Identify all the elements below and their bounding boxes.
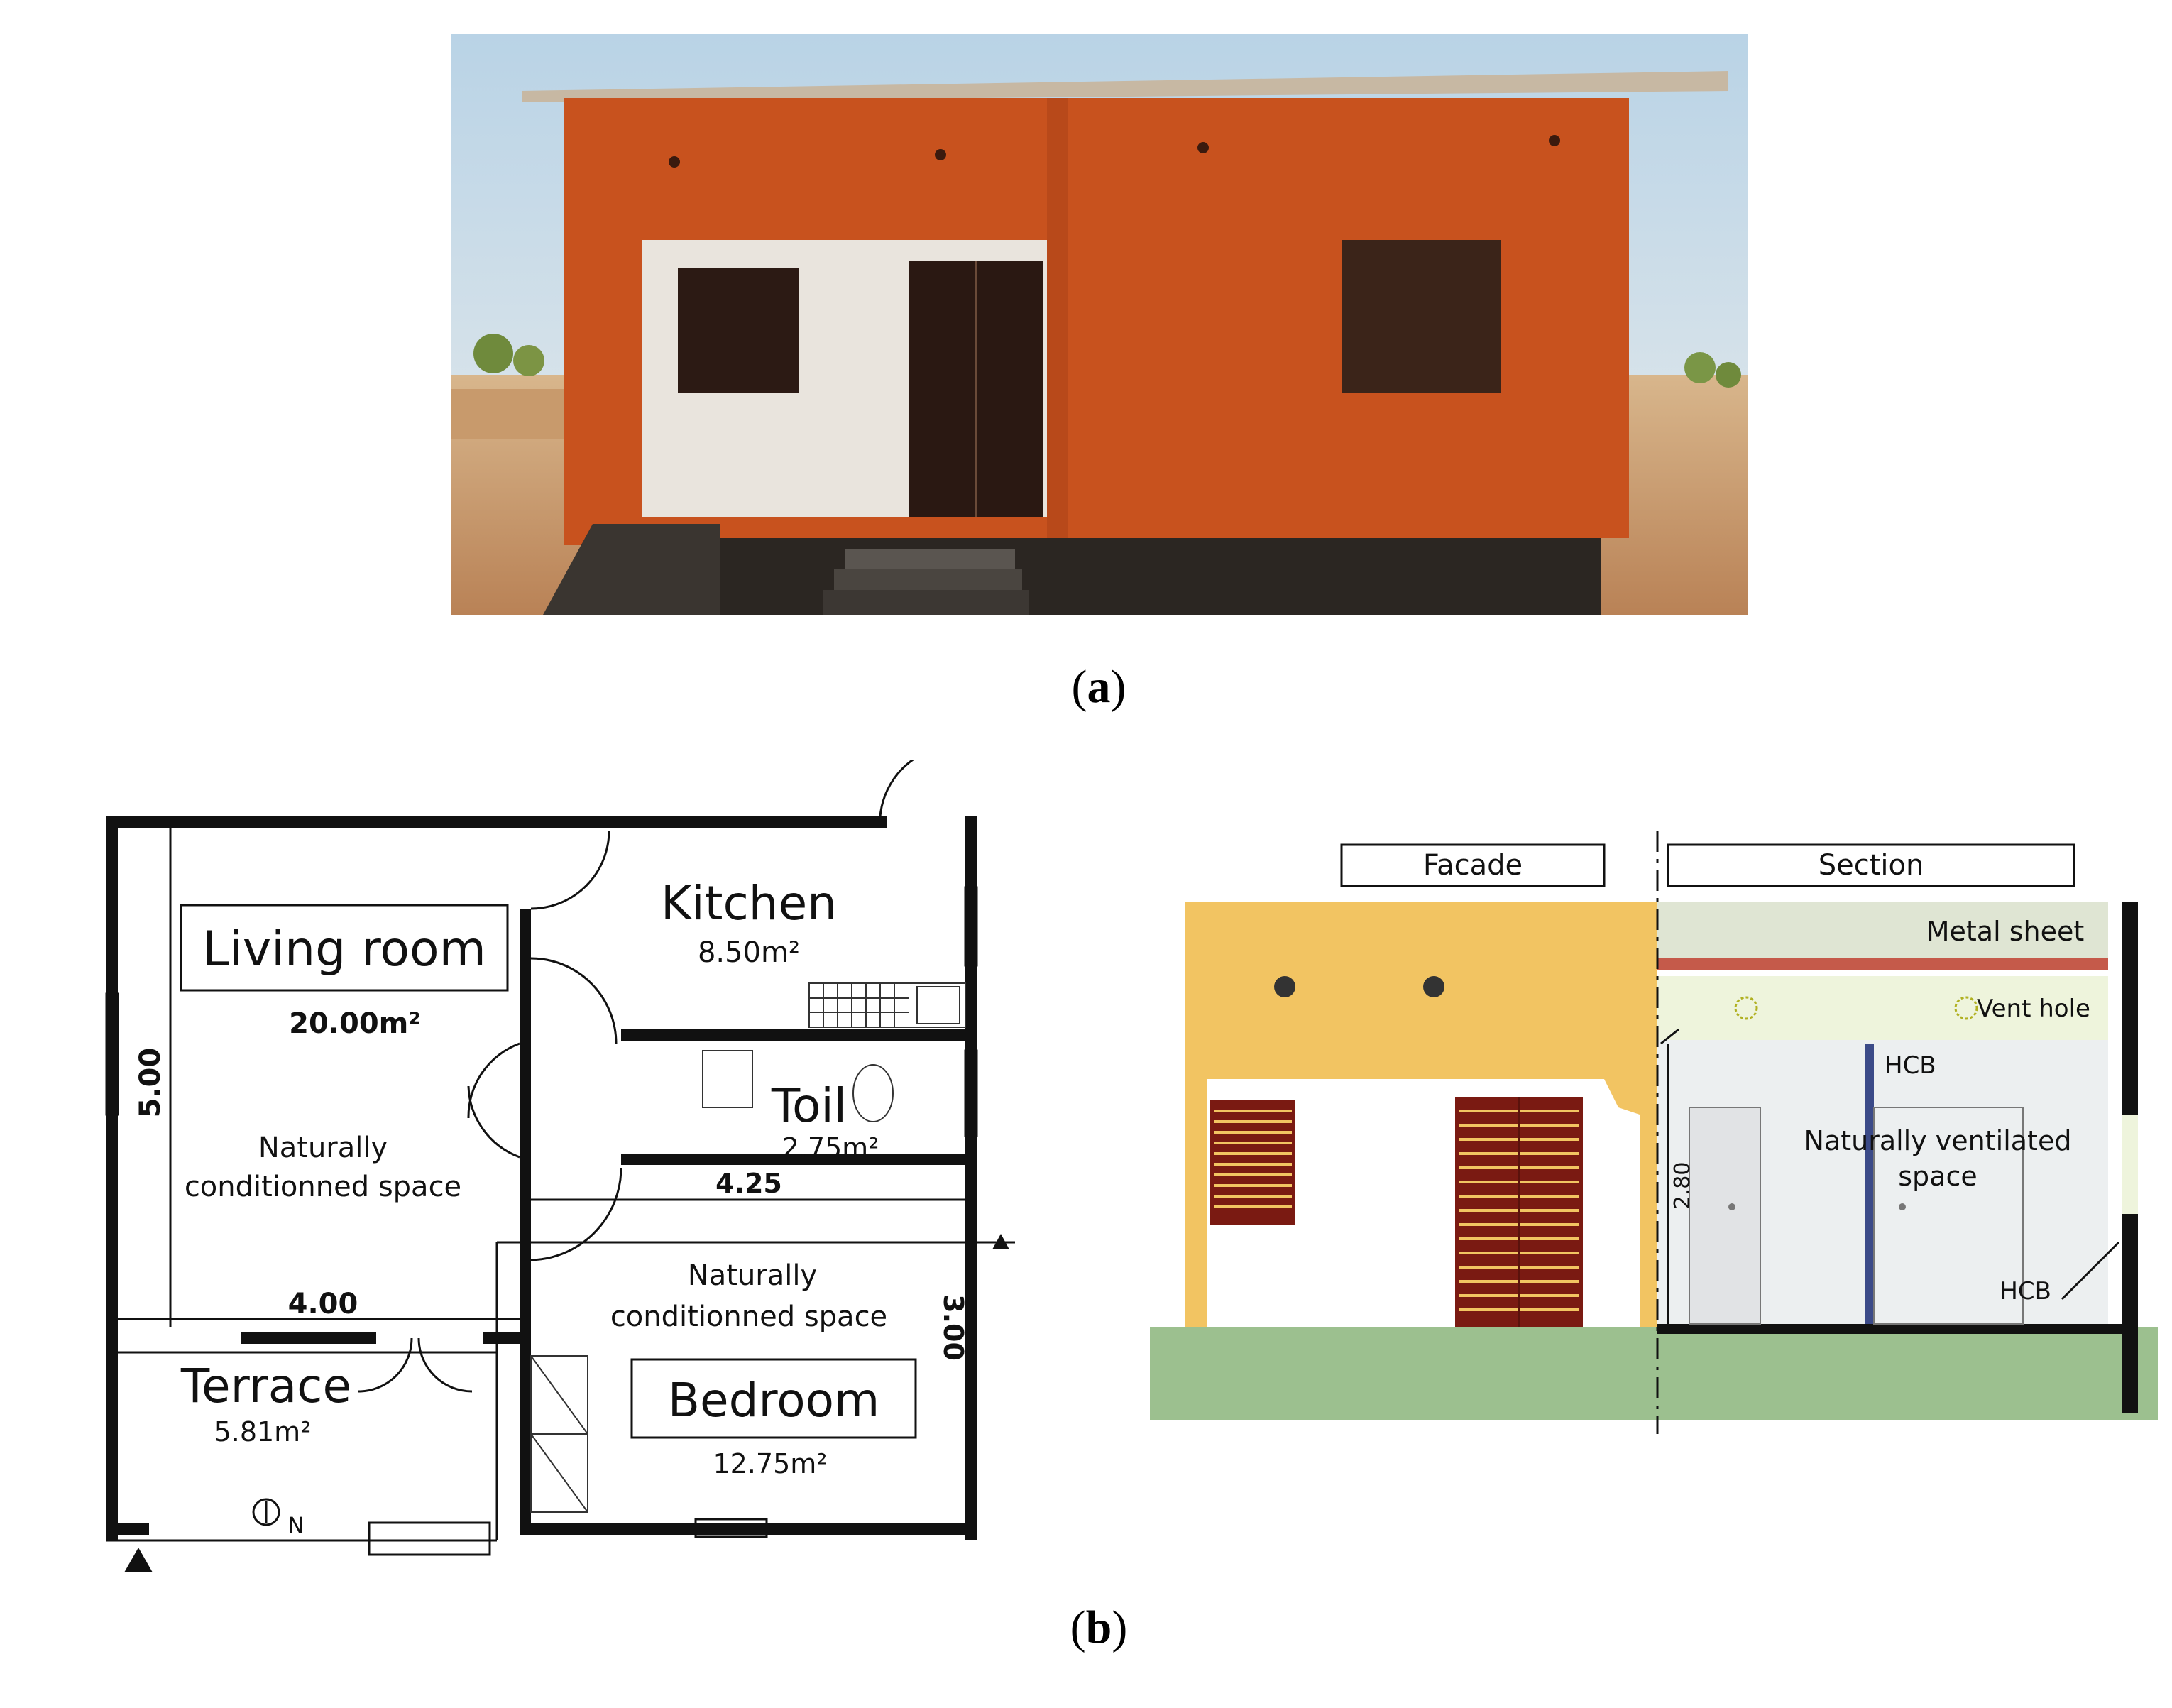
living-room-label: Living room — [202, 921, 486, 978]
living-space-label-2: conditionned space — [185, 1171, 461, 1203]
kitchen-area: 8.50m² — [698, 936, 800, 969]
toilet-area: 2.75m² — [782, 1132, 879, 1164]
terrace-label: Terrace — [180, 1359, 351, 1413]
section-label-box — [1667, 843, 2075, 887]
bedroom-space-label-2: conditionned space — [610, 1301, 887, 1333]
bedroom-label-box — [630, 1358, 917, 1439]
section-marker-left — [124, 1548, 153, 1572]
bedroom-space-label-1: Naturally — [688, 1259, 817, 1292]
floor-plan-thin-lines — [105, 828, 978, 1556]
metal-sheet-label: Metal sheet — [1926, 916, 2085, 947]
bedroom-label: Bedroom — [668, 1373, 880, 1428]
north-icon — [252, 1498, 280, 1526]
kitchen-counter — [530, 982, 966, 1513]
door-swings — [358, 744, 959, 1393]
living-space-label-1: Naturally — [258, 1132, 388, 1164]
floor-plan-walls — [106, 816, 977, 1540]
hcb-label-1: HCB — [1885, 1051, 1936, 1080]
facade-label: Facade — [1423, 849, 1523, 882]
hcb-partition — [1865, 1044, 1874, 1324]
vent-hole-label: Vent hole — [1977, 995, 2090, 1023]
ventilated-label-1: Naturally ventilated — [1804, 1125, 2072, 1156]
ventilated-label-2: space — [1898, 1161, 1977, 1192]
dim-living-height: 5.00 — [134, 1048, 167, 1118]
dim-bedroom-width: 4.25 — [715, 1168, 782, 1199]
toilet-label: Toil — [771, 1078, 847, 1133]
hcb-label-2: HCB — [2000, 1277, 2051, 1305]
facade-shutter-left — [1210, 1100, 1295, 1225]
dim-living-width: 4.00 — [288, 1288, 358, 1320]
section-label: Section — [1819, 849, 1924, 882]
facade-vent-2 — [1423, 976, 1444, 997]
facade-label-box — [1340, 843, 1606, 887]
vent-band — [1657, 976, 2108, 1040]
terrace-area: 5.81m² — [214, 1416, 312, 1447]
facade-vent-1 — [1274, 976, 1295, 997]
section-floor — [1657, 1324, 2137, 1334]
caption-a: (a) — [1071, 661, 1126, 713]
ground — [1150, 1327, 2158, 1420]
elevation-section-drawing: 2.80 Facade Section Metal sheet Vent hol… — [1150, 831, 2158, 1434]
living-room-area: 20.00m² — [289, 1007, 421, 1040]
facade-shutter-door — [1455, 1097, 1583, 1327]
elevation-section: 2.80 Facade Section Metal sheet Vent hol… — [1150, 816, 2158, 1455]
metal-sheet — [1657, 958, 2108, 970]
section-vent-1 — [1734, 996, 1758, 1020]
house-photo-drawing — [451, 34, 1748, 615]
caption-b: (b) — [1070, 1602, 1128, 1653]
section-roof-space — [1657, 902, 2108, 958]
floor-plan: Living room 20.00m² Kitchen 8.50m² Toil … — [99, 744, 1036, 1583]
kitchen-label: Kitchen — [661, 876, 837, 931]
section-vent-2 — [1954, 996, 1978, 1020]
living-room-label-box — [180, 904, 509, 992]
dim-bedroom-height: 3.00 — [938, 1294, 969, 1361]
height-dimension: 2.80 — [1670, 1162, 1695, 1210]
house-photo — [451, 34, 1748, 615]
bedroom-area: 12.75m² — [713, 1448, 827, 1479]
north-label: N — [287, 1512, 305, 1539]
floor-plan-drawing: Living room 20.00m² Kitchen 8.50m² Toil … — [105, 744, 1015, 1572]
